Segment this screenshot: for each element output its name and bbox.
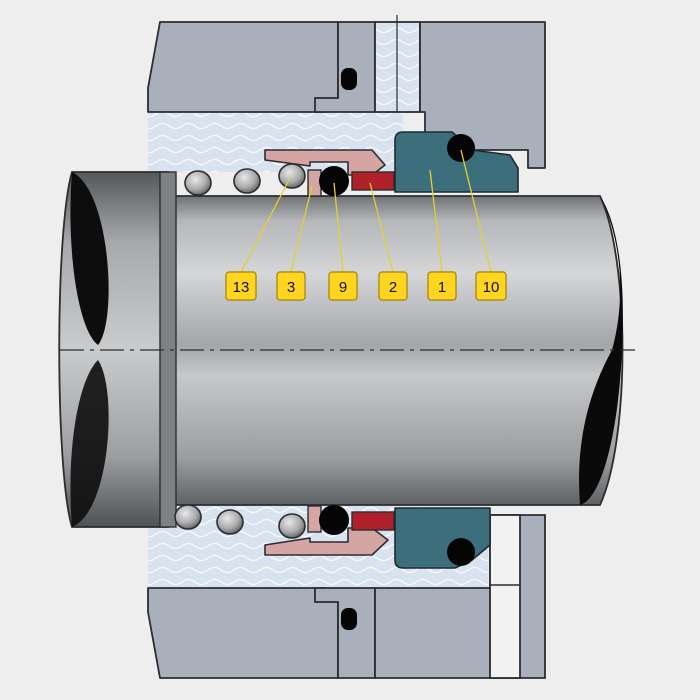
spring-coil bbox=[184, 170, 212, 196]
callout-label: 2 bbox=[389, 279, 397, 296]
shaft-right-end bbox=[579, 196, 623, 505]
housing-left-top bbox=[147, 21, 339, 113]
leader-line bbox=[460, 149, 492, 273]
leader-line bbox=[333, 182, 344, 273]
callout-9: 9 bbox=[328, 271, 358, 301]
seal-parts-bottom bbox=[264, 505, 491, 569]
o-ring-seat-bottom bbox=[447, 538, 475, 566]
shaft-collar-dark-left bbox=[70, 172, 109, 345]
callout-10: 10 bbox=[475, 271, 507, 301]
o-ring-rotary-bottom bbox=[319, 505, 349, 535]
spring bbox=[174, 163, 306, 539]
retainer-top bbox=[264, 149, 386, 176]
callout-label: 10 bbox=[483, 279, 500, 296]
seal-parts-top bbox=[264, 131, 519, 197]
spring-coil bbox=[278, 163, 306, 189]
housing-o-ring-top bbox=[341, 68, 357, 90]
spring-coil bbox=[216, 509, 244, 535]
rotating-face-top bbox=[351, 171, 395, 191]
callout-label: 1 bbox=[438, 279, 446, 296]
shaft-collar-dark-left-low bbox=[70, 360, 109, 527]
housing-o-ring-bottom bbox=[341, 608, 357, 630]
leader-line bbox=[240, 177, 291, 273]
stationary-seat-top bbox=[394, 131, 519, 193]
callout-1: 1 bbox=[427, 271, 457, 301]
leader-line bbox=[429, 169, 443, 273]
callout-label: 13 bbox=[233, 279, 250, 296]
housing-top bbox=[147, 15, 546, 172]
spring-coil bbox=[174, 504, 202, 530]
callout-2: 2 bbox=[378, 271, 408, 301]
leader-line bbox=[369, 182, 394, 273]
o-ring-rotary-top bbox=[319, 166, 349, 196]
o-ring-seat-top bbox=[447, 134, 475, 162]
shaft bbox=[58, 171, 635, 528]
callouts: 13 3 9 2 1 10 bbox=[225, 149, 507, 301]
spring-coil bbox=[233, 168, 261, 194]
housing-bottom bbox=[147, 505, 546, 679]
housing-left-bottom bbox=[147, 587, 339, 679]
leader-line bbox=[290, 185, 313, 273]
callout-label: 9 bbox=[339, 279, 347, 296]
rotating-face-bottom bbox=[351, 511, 395, 531]
callout-label: 3 bbox=[287, 279, 295, 296]
spring-coil bbox=[278, 513, 306, 539]
callout-3: 3 bbox=[276, 271, 306, 301]
gasket-strip-bottom bbox=[489, 514, 521, 679]
callout-13: 13 bbox=[225, 271, 257, 301]
